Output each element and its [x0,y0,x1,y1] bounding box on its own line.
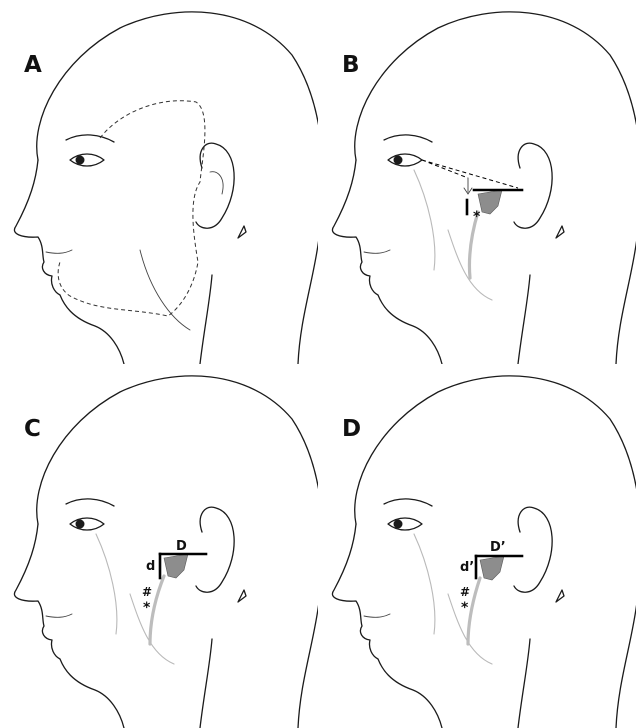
vertical-distance-label: d [146,559,155,574]
head-outline [332,12,636,364]
parotid-region-outline [58,101,205,316]
horizontal-distance-label: D [176,539,187,554]
parotid-gland-shape [478,190,502,214]
panel-a-drawing [0,0,318,364]
parotid-gland-shape [480,556,504,580]
panel-c-drawing: D d # * [0,364,318,728]
panel-a: A [0,0,318,364]
panel-d-letter: D [342,416,361,442]
vertical-distance-label: d’ [460,560,474,575]
facial-nerve-branch [150,576,164,644]
facial-contour-lines [414,534,492,664]
panel-b: * B [318,0,636,364]
hash-marker: # [142,585,152,599]
arrowhead-marker [238,226,246,238]
parotid-gland-shape [164,554,188,578]
panel-b-letter: B [342,52,360,78]
head-outline [14,376,318,728]
panel-b-drawing: * [318,0,636,364]
eye-ear-reference-line [422,160,518,188]
panel-c-letter: C [24,416,41,442]
panel-c: D d # * C [0,364,318,728]
horizontal-distance-label: D’ [490,540,506,555]
asterisk-marker: * [473,209,481,225]
hash-marker: # [460,585,470,599]
asterisk-marker: * [461,600,469,616]
arrowhead-marker [238,590,246,602]
arrowhead-marker [556,590,564,602]
arrowhead-marker [556,226,564,238]
head-outline [332,376,636,728]
head-outline [14,12,318,364]
panel-d-drawing: D’ d’ # * [318,364,636,728]
panel-d: D’ d’ # * D [318,364,636,728]
asterisk-marker: * [143,600,151,616]
drop-arrow [464,178,472,194]
panel-a-letter: A [24,52,42,78]
